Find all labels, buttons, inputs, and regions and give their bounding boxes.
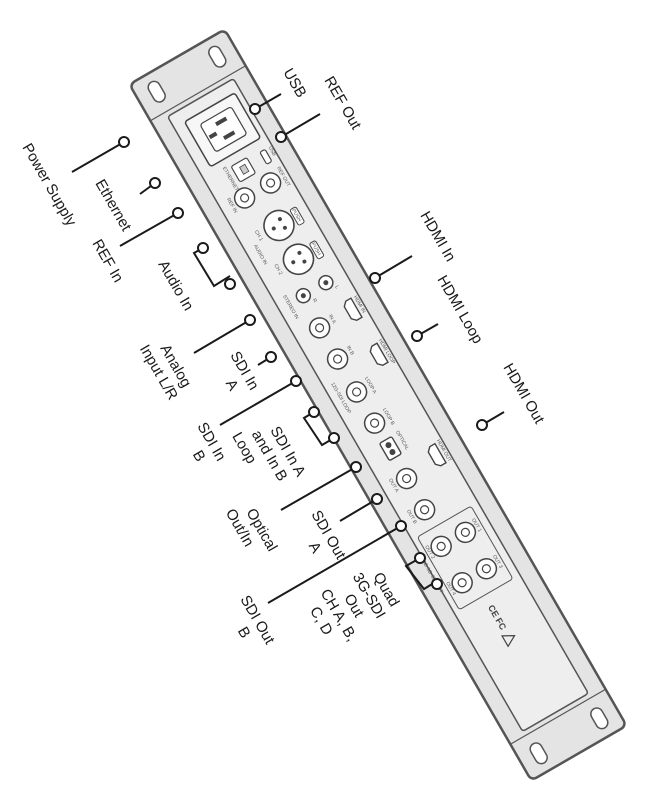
power-inlet xyxy=(184,93,261,167)
ethernet-port: ETHERNET xyxy=(221,157,256,192)
svg-text:USB: USB xyxy=(267,145,278,157)
callout-sdi-out-b: SDI Out B xyxy=(221,593,280,660)
callout-ref-out: REF Out xyxy=(321,74,365,134)
mount-hole-top-left xyxy=(208,45,227,68)
rca-right: R xyxy=(295,287,318,304)
quad-out-2-bnc: OUT 2 xyxy=(423,535,452,560)
leader-lines xyxy=(71,93,505,604)
mount-hole-bottom-left xyxy=(147,80,166,103)
callout-ref-in: REF In xyxy=(89,237,127,286)
callout-power-supply: Power Supply xyxy=(19,141,80,230)
quad-out-frame xyxy=(417,506,513,610)
callout-audio-in: Audio In xyxy=(155,258,197,314)
callout-ethernet: Ethernet xyxy=(92,177,135,235)
callout-sdi-in-a: SDI In A xyxy=(211,349,264,406)
quad-out-4-bnc: OUT 4 xyxy=(444,571,473,597)
xlr-ch2: PUSH CH 2 xyxy=(272,240,325,276)
svg-text:CH 2: CH 2 xyxy=(272,263,283,276)
sdi-in-b-bnc: IN B xyxy=(326,345,355,370)
svg-text:CH 1: CH 1 xyxy=(253,229,264,242)
callout-sdi-in-loop: SDI In A and In B Loop xyxy=(228,411,310,500)
sdi-in-a-bnc: IN A xyxy=(308,314,337,339)
callout-sdi-out-a: SDI Out A xyxy=(292,508,351,575)
rca-left: L xyxy=(318,274,340,291)
warning-triangle-icon xyxy=(501,634,516,648)
callout-quad-sdi: Quad 3G-SDI Out CH A, B, C, D xyxy=(301,559,409,657)
callout-sdi-in-b: SDI In B xyxy=(178,420,231,477)
svg-text:R: R xyxy=(311,298,318,304)
callout-analog-input: Analog Input L/R xyxy=(136,333,197,403)
sdi-loop-a-bnc: LOOP A xyxy=(345,376,378,403)
mount-hole-top-right xyxy=(590,707,609,730)
usb-port: USB xyxy=(259,145,278,165)
svg-text:L: L xyxy=(333,285,340,291)
ref-out-bnc: REF OUT xyxy=(259,166,291,194)
callout-hdmi-out: HDMI Out xyxy=(500,361,548,428)
svg-text:IN A: IN A xyxy=(327,314,337,326)
rack-panel: USB ETHERNET REF OUT REF IN PUSH CH xyxy=(130,30,626,780)
mount-hole-bottom-right xyxy=(529,742,548,765)
quad-out-3-bnc: OUT 3 xyxy=(475,554,504,580)
callout-hdmi-in: HDMI In xyxy=(417,209,459,265)
callout-hdmi-loop: HDMI Loop xyxy=(434,273,487,347)
svg-text:IN B: IN B xyxy=(345,345,355,357)
callout-optical: Optical Out/In xyxy=(222,497,283,567)
callout-usb: USB xyxy=(280,66,310,101)
